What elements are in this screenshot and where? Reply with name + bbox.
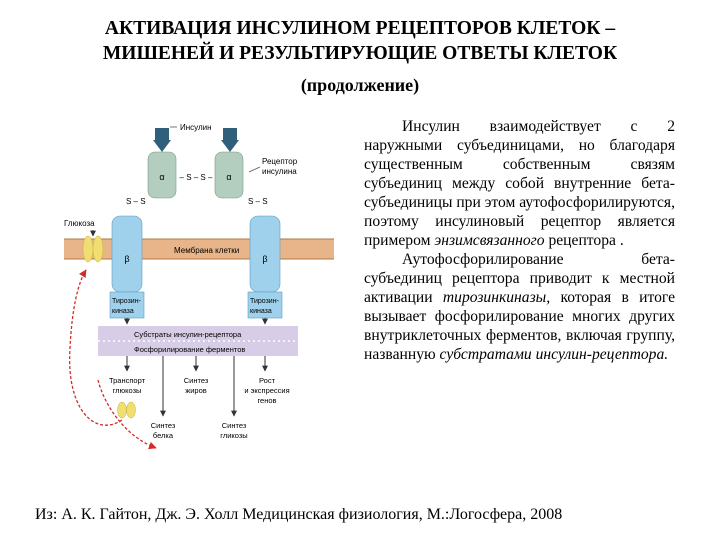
protein-synthesis-label-line-2: белка <box>153 431 174 440</box>
growth-label-line-2: и экспрессия <box>244 386 289 395</box>
paragraph-1-end: рецептора . <box>545 232 624 249</box>
substrates-label-line-2: Фосфорилирование ферментов <box>134 345 245 354</box>
tyrosine-kinase-left-line-2: киназа <box>112 308 134 315</box>
source-citation: Из: А. К. Гайтон, Дж. Э. Холл Медицинска… <box>35 506 562 524</box>
beta-label-right: β <box>262 254 267 264</box>
glucose-transporter-vesicle-left <box>118 402 127 418</box>
transport-label-line-1: Транспорт <box>109 376 146 385</box>
tyrosine-kinase-right-line-1: Тирозин- <box>250 298 280 305</box>
receptor-label-line-2: инсулина <box>262 167 297 176</box>
paragraph-2: Аутофосфорилирование бета-субъединиц рец… <box>364 250 675 364</box>
alpha-label-left: α <box>159 172 164 182</box>
substrates-label-line-1: Субстраты инсулин-рецептора <box>134 330 242 339</box>
glucose-transporter-vesicle-right <box>127 402 136 418</box>
paragraph-2-italic-2: субстратами инсулин-рецептора. <box>440 346 669 363</box>
page-title-line-2: МИШЕНЕЙ И РЕЗУЛЬТИРУЮЩИЕ ОТВЕТЫ КЛЕТОК <box>0 42 720 65</box>
paragraph-1: Инсулин взаимодействует с 2 наружными су… <box>364 117 675 250</box>
insulin-receptor-diagram: Инсулин Рецептор инсулина α α – S – S – … <box>64 118 349 458</box>
receptor-label-line-1: Рецептор <box>262 157 298 166</box>
glucose-label: Глюкоза <box>64 219 95 228</box>
paragraph-1-text: Инсулин взаимодействует с 2 наружными су… <box>364 118 675 249</box>
ss-bond-middle: – S – S – <box>180 173 213 182</box>
fat-synthesis-label-line-2: жиров <box>185 386 207 395</box>
alpha-label-right: α <box>226 172 231 182</box>
glycogen-synthesis-label-line-2: гликозы <box>220 431 247 440</box>
insulin-molecule-right <box>221 128 239 152</box>
membrane-label: Мембрана клетки <box>174 246 239 255</box>
fat-synthesis-label-line-1: Синтез <box>184 376 209 385</box>
glucose-channel-right-half <box>93 236 103 262</box>
tyrosine-kinase-left-line-1: Тирозин- <box>112 298 142 305</box>
page-subtitle: (продолжение) <box>0 74 720 97</box>
receptor-pointer-line <box>249 167 260 172</box>
glycogen-synthesis-label-line-1: Синтез <box>222 421 247 430</box>
ss-bond-left: S – S <box>126 197 146 206</box>
growth-label-line-3: генов <box>257 396 276 405</box>
paragraph-1-italic: энзимсвязанного <box>434 232 544 249</box>
glucose-channel-left-half <box>83 236 93 262</box>
transport-label-line-2: глюкозы <box>113 386 142 395</box>
page-title-line-1: АКТИВАЦИЯ ИНСУЛИНОМ РЕЦЕПТОРОВ КЛЕТОК – <box>0 17 720 40</box>
beta-label-left: β <box>124 254 129 264</box>
tyrosine-kinase-right-line-2: киназа <box>250 308 272 315</box>
body-text: Инсулин взаимодействует с 2 наружными су… <box>364 117 675 364</box>
ss-bond-right: S – S <box>248 197 268 206</box>
insulin-label: Инсулин <box>180 123 212 132</box>
protein-synthesis-label-line-1: Синтез <box>151 421 176 430</box>
growth-label-line-1: Рост <box>259 376 276 385</box>
paragraph-2-italic-1: тирозинкиназы, <box>443 289 550 306</box>
insulin-molecule-left <box>153 128 171 152</box>
